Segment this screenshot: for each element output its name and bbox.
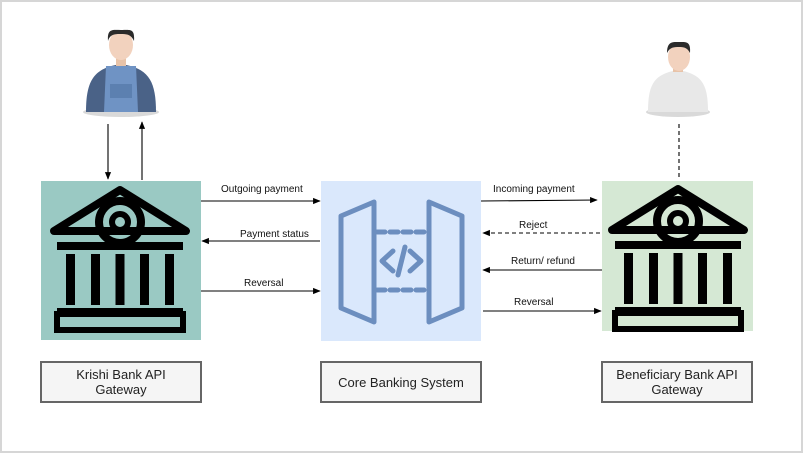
edge-label-payment-status: Payment status — [240, 229, 309, 240]
farmer-user-icon — [83, 29, 159, 117]
edge-incoming-payment — [480, 196, 598, 204]
krishi-bank-label: Krishi Bank API Gateway — [40, 361, 202, 403]
api-gateway-icon — [338, 199, 465, 325]
edge-label-incoming-payment: Incoming payment — [493, 184, 575, 195]
edge-label-reversal-left: Reversal — [244, 278, 284, 289]
edge-label-reject: Reject — [519, 220, 548, 231]
beneficiary-bank-label: Beneficiary Bank API Gateway — [601, 361, 753, 403]
edge-label-return-refund: Return/ refund — [511, 256, 575, 267]
user-icon — [646, 41, 710, 117]
edge-label-reversal-right: Reversal — [514, 297, 554, 308]
edge-label-outgoing-payment: Outgoing payment — [221, 184, 303, 195]
core-banking-label: Core Banking System — [320, 361, 482, 403]
